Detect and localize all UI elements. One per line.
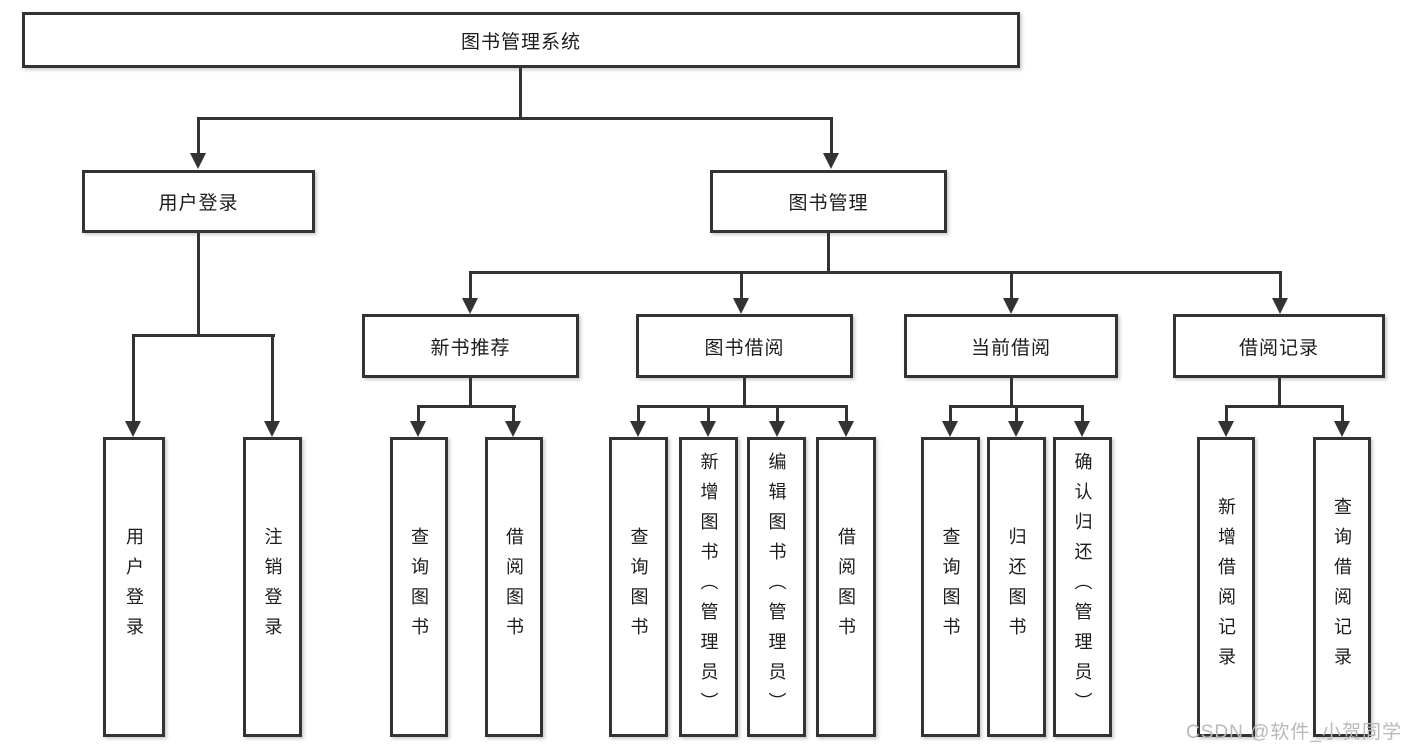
node-book-borrow: 图书借阅 — [636, 314, 853, 378]
arrowhead-down-icon — [1218, 421, 1234, 437]
connector-line — [637, 405, 848, 408]
node-book-management: 图书管理 — [710, 170, 947, 233]
connector-line — [469, 378, 472, 407]
node-current-borrow: 当前借阅 — [904, 314, 1118, 378]
arrowhead-down-icon — [190, 153, 206, 169]
leaf-query-borrow-record: 查询借阅记录 — [1313, 437, 1371, 737]
leaf-label: 注销登录 — [262, 527, 283, 647]
connector-line — [417, 405, 516, 408]
arrowhead-down-icon — [942, 421, 958, 437]
arrowhead-down-icon — [1008, 421, 1024, 437]
leaf-label: 确认归还（管理员） — [1072, 452, 1093, 722]
connector-line — [740, 271, 743, 299]
connector-line — [1010, 378, 1013, 407]
connector-line — [132, 334, 275, 337]
connector-line — [743, 378, 746, 407]
connector-line — [1081, 405, 1084, 422]
leaf-user-login: 用户登录 — [103, 437, 165, 737]
arrowhead-down-icon — [410, 421, 426, 437]
node-user-login: 用户登录 — [82, 170, 315, 233]
leaf-label: 查询图书 — [409, 527, 429, 647]
leaf-label: 查询借阅记录 — [1332, 497, 1352, 677]
arrowhead-down-icon — [462, 298, 478, 314]
connector-line — [417, 405, 420, 422]
connector-line — [830, 117, 833, 155]
connector-line — [1278, 378, 1281, 407]
arrowhead-down-icon — [1272, 298, 1288, 314]
node-root: 图书管理系统 — [22, 12, 1020, 68]
leaf-label: 借阅图书 — [836, 527, 856, 647]
node-new-book-recommend: 新书推荐 — [362, 314, 579, 378]
leaf-label: 借阅图书 — [504, 527, 524, 647]
arrowhead-down-icon — [823, 153, 839, 169]
connector-line — [827, 233, 830, 274]
leaf-logout: 注销登录 — [243, 437, 302, 737]
connector-line — [197, 117, 833, 120]
leaf-query-books-borrow: 查询图书 — [609, 437, 668, 737]
leaf-label: 用户登录 — [124, 527, 144, 647]
connector-line — [1341, 405, 1344, 422]
connector-line — [469, 271, 472, 299]
arrowhead-down-icon — [264, 421, 280, 437]
connector-line — [197, 233, 200, 335]
leaf-label: 查询图书 — [940, 527, 961, 647]
connector-line — [132, 334, 135, 422]
leaf-add-books-admin: 新增图书（管理员） — [679, 437, 738, 737]
leaf-query-books-recommend: 查询图书 — [390, 437, 448, 737]
connector-line — [1225, 405, 1344, 408]
leaf-borrow-books: 借阅图书 — [816, 437, 876, 737]
arrowhead-down-icon — [125, 421, 141, 437]
leaf-add-borrow-record: 新增借阅记录 — [1197, 437, 1255, 737]
leaf-return-books: 归还图书 — [987, 437, 1046, 737]
leaf-edit-books-admin: 编辑图书（管理员） — [747, 437, 806, 737]
arrowhead-down-icon — [769, 421, 785, 437]
connector-line — [469, 271, 1282, 274]
connector-line — [512, 405, 515, 422]
arrowhead-down-icon — [733, 298, 749, 314]
connector-line — [1225, 405, 1228, 422]
leaf-label: 新增借阅记录 — [1216, 497, 1236, 677]
connector-line — [1010, 271, 1013, 299]
connector-line — [519, 68, 522, 119]
leaf-query-books-current: 查询图书 — [921, 437, 980, 737]
leaf-label: 新增图书（管理员） — [698, 452, 719, 722]
connector-line — [845, 405, 848, 422]
arrowhead-down-icon — [1074, 421, 1090, 437]
arrowhead-down-icon — [838, 421, 854, 437]
leaf-borrow-books-recommend: 借阅图书 — [485, 437, 543, 737]
node-borrow-records: 借阅记录 — [1173, 314, 1385, 378]
leaf-label: 归还图书 — [1006, 527, 1027, 647]
leaf-label: 查询图书 — [628, 527, 649, 647]
arrowhead-down-icon — [1334, 421, 1350, 437]
connector-line — [197, 117, 200, 155]
connector-line — [949, 405, 952, 422]
csdn-watermark: CSDN @软件_小贺同学 — [1186, 722, 1402, 743]
connector-line — [776, 405, 779, 422]
connector-line — [271, 334, 274, 422]
connector-line — [1015, 405, 1018, 422]
leaf-confirm-return-admin: 确认归还（管理员） — [1053, 437, 1112, 737]
arrowhead-down-icon — [630, 421, 646, 437]
connector-line — [707, 405, 710, 422]
arrowhead-down-icon — [1003, 298, 1019, 314]
leaf-label: 编辑图书（管理员） — [766, 452, 787, 722]
connector-line — [1279, 271, 1282, 299]
arrowhead-down-icon — [700, 421, 716, 437]
connector-line — [637, 405, 640, 422]
arrowhead-down-icon — [505, 421, 521, 437]
